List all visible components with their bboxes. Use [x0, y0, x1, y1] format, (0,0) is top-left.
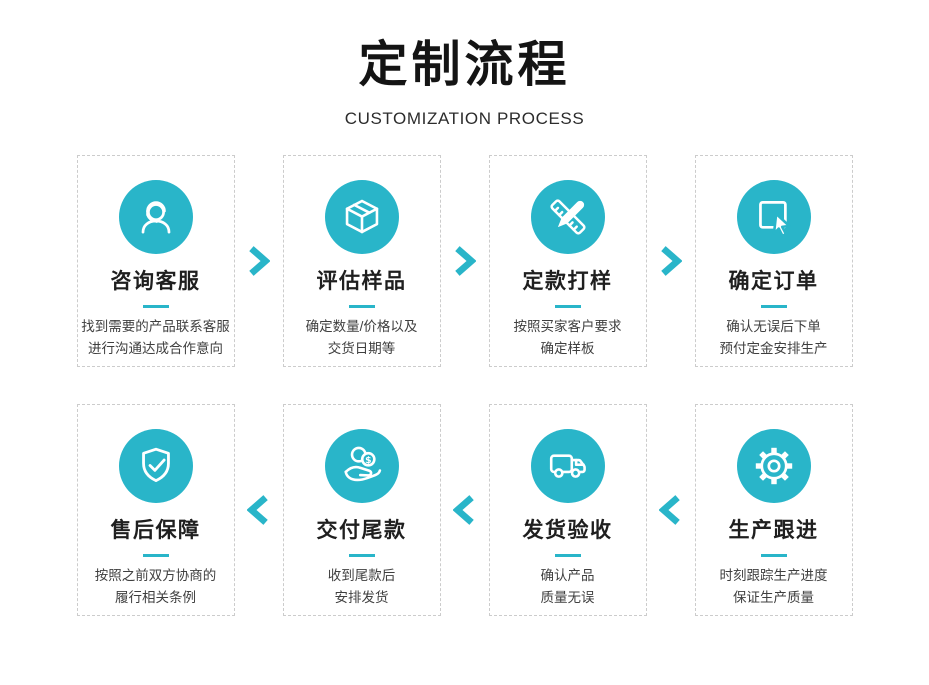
- flow-row-top: 咨询客服 找到需要的产品联系客服 进行沟通达成合作意向 评估样品: [0, 155, 929, 368]
- desc-line: 履行相关条例: [115, 590, 196, 606]
- desc-line: 质量无误: [540, 590, 595, 606]
- flow-arrow-left-icon: [441, 494, 489, 526]
- flow-arrow-right-icon: [647, 245, 695, 277]
- step-title: 生产跟进: [728, 519, 819, 543]
- flow-arrow-right-icon: [235, 245, 283, 277]
- step-desc: 确认产品 质量无误: [490, 565, 646, 608]
- step-card-aftersales: 售后保障 按照之前双方协商的 履行相关条例: [76, 404, 235, 617]
- flow-arrow-left-icon: [235, 494, 283, 526]
- step-card-proofing: 定款打样 按照买家客户要求 确定样板: [488, 155, 647, 368]
- desc-line: 时刻跟踪生产进度: [719, 568, 828, 584]
- title-divider: [348, 554, 375, 558]
- desc-line: 按照之前双方协商的: [94, 568, 217, 584]
- desc-line: 确认产品: [540, 568, 595, 584]
- shield-check-icon: [118, 429, 193, 504]
- title-divider: [348, 305, 375, 309]
- title-divider: [554, 554, 581, 558]
- step-desc: 确定数量/价格以及 交货日期等: [284, 316, 440, 359]
- package-box-icon: [324, 180, 399, 255]
- step-desc: 按照之前双方协商的 履行相关条例: [78, 565, 234, 608]
- step-desc: 找到需要的产品联系客服 进行沟通达成合作意向: [78, 316, 234, 359]
- desc-line: 确定样板: [540, 341, 595, 357]
- flow-row-bottom: 售后保障 按照之前双方协商的 履行相关条例 $ 交付尾款: [0, 404, 929, 617]
- customer-service-agent-icon: [118, 180, 193, 255]
- flow-arrow-right-icon: [441, 245, 489, 277]
- step-card-balance: $ 交付尾款 收到尾款后 安排发货: [282, 404, 441, 617]
- flow-arrow-left-icon: [647, 494, 695, 526]
- step-title: 确定订单: [728, 270, 819, 294]
- svg-text:$: $: [365, 455, 371, 466]
- step-desc: 确认无误后下单 预付定金安排生产: [696, 316, 852, 359]
- desc-line: 找到需要的产品联系客服: [81, 319, 230, 335]
- step-title: 咨询客服: [110, 270, 201, 294]
- desc-line: 确认无误后下单: [726, 319, 821, 335]
- desc-line: 保证生产质量: [733, 590, 814, 606]
- pencil-ruler-icon: [530, 180, 605, 255]
- title-divider: [142, 305, 169, 309]
- page-title: 定制流程: [358, 38, 571, 92]
- desc-line: 按照买家客户要求: [513, 319, 622, 335]
- desc-line: 进行沟通达成合作意向: [88, 341, 223, 357]
- page-header: 定制流程 CUSTOMIZATION PROCESS: [0, 0, 929, 129]
- title-divider: [760, 554, 787, 558]
- step-card-production: 生产跟进 时刻跟踪生产进度 保证生产质量: [694, 404, 853, 617]
- step-card-order: 确定订单 确认无误后下单 预付定金安排生产: [694, 155, 853, 368]
- step-card-sample: 评估样品 确定数量/价格以及 交货日期等: [282, 155, 441, 368]
- step-desc: 时刻跟踪生产进度 保证生产质量: [696, 565, 852, 608]
- process-flow: 咨询客服 找到需要的产品联系客服 进行沟通达成合作意向 评估样品: [0, 155, 929, 617]
- hand-coin-icon: $: [324, 429, 399, 504]
- delivery-truck-icon: [530, 429, 605, 504]
- step-title: 评估样品: [316, 270, 407, 294]
- desc-line: 安排发货: [334, 590, 389, 606]
- step-desc: 收到尾款后 安排发货: [284, 565, 440, 608]
- page-subtitle: CUSTOMIZATION PROCESS: [344, 109, 585, 129]
- step-title: 交付尾款: [316, 519, 407, 543]
- step-title: 售后保障: [110, 519, 201, 543]
- title-divider: [760, 305, 787, 309]
- step-card-consult: 咨询客服 找到需要的产品联系客服 进行沟通达成合作意向: [76, 155, 235, 368]
- desc-line: 交货日期等: [327, 341, 396, 357]
- cursor-click-icon: [736, 180, 811, 255]
- desc-line: 收到尾款后: [327, 568, 396, 584]
- step-desc: 按照买家客户要求 确定样板: [490, 316, 646, 359]
- title-divider: [554, 305, 581, 309]
- gear-icon: [736, 429, 811, 504]
- step-title: 定款打样: [522, 270, 613, 294]
- step-card-shipping: 发货验收 确认产品 质量无误: [488, 404, 647, 617]
- step-title: 发货验收: [522, 519, 613, 543]
- desc-line: 预付定金安排生产: [719, 341, 828, 357]
- title-divider: [142, 554, 169, 558]
- desc-line: 确定数量/价格以及: [305, 319, 418, 335]
